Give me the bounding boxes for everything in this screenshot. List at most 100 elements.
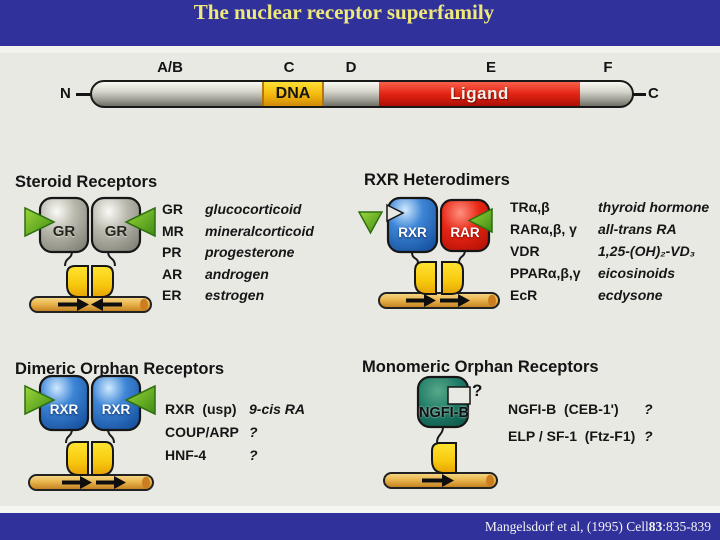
receptor-abbr: VDR: [510, 243, 540, 259]
monomer-site-arrow: [442, 474, 454, 487]
hinge: [107, 428, 115, 444]
receptor-ligand: 9-cis RA: [249, 401, 306, 417]
receptor-label: RXR: [101, 402, 131, 417]
receptor-abbr: PR: [162, 244, 182, 260]
slide-title: The nuclear receptor superfamily: [193, 0, 495, 24]
panel-heading: Monomeric Orphan Receptors: [362, 357, 599, 376]
panel-heading: Dimeric Orphan Receptors: [15, 359, 225, 378]
c-terminus-line: [633, 93, 646, 96]
receptor-abbr: ELP / SF-1 (Ftz-F1): [508, 428, 636, 444]
receptor-abbr: GR: [162, 201, 183, 217]
c-terminus-label: C: [648, 85, 659, 102]
list-item: NGFI-B (CEB-1')?: [508, 401, 653, 428]
heterodimer-graphic: [357, 196, 500, 309]
ligand-arrow-icon: [24, 206, 56, 238]
domain-label-f: F: [603, 59, 613, 76]
ligand-arrow-icon: [467, 207, 493, 234]
receptor-ligand: thyroid hormone: [598, 199, 710, 215]
receptor-ligand: glucocorticoid: [205, 201, 302, 217]
dbd-shape: [66, 441, 89, 476]
rxr-rar-heterodimer-icon: RXR RAR: [356, 196, 504, 316]
steroid-dimer-graphic: [24, 196, 156, 313]
list-item: PR progesterone: [162, 244, 314, 266]
steroid-receptor-dimer-icon: GR GR: [20, 196, 160, 316]
list-item: EcR ecdysone: [510, 287, 709, 309]
ligand-arrow-icon: [124, 206, 156, 238]
direct-repeat-arrow: [80, 476, 92, 489]
domain-label-ab: A/B: [157, 59, 183, 76]
list-item: MR mineralcorticoid: [162, 223, 314, 245]
receptor-ligand: ?: [249, 424, 258, 440]
inverted-repeat-arrow: [77, 298, 89, 311]
title-bar: The nuclear receptor superfamily: [0, 0, 720, 46]
ligand-binding-domain-segment: Ligand: [379, 82, 580, 106]
receptor-label: NGFI-B: [419, 405, 469, 421]
ligand-arrow-icon: [24, 384, 56, 416]
hinge: [65, 428, 73, 444]
receptor-ligand: eicosinoids: [598, 265, 676, 281]
receptor-abbr: RARα,β, γ: [510, 221, 577, 237]
dna-helix-bar: [378, 292, 500, 309]
ligand-arrow-icon: [124, 384, 156, 416]
n-terminus-line: [76, 93, 91, 96]
dbd-shape: [66, 265, 89, 298]
empty-notch: [447, 386, 471, 405]
receptor-label: GR: [52, 223, 76, 240]
monomeric-orphan-list: NGFI-B (CEB-1')? ELP / SF-1 (Ftz-F1)?: [508, 401, 653, 455]
list-item: RARα,β, γ all-trans RA: [510, 221, 709, 243]
domain-label-e: E: [485, 59, 497, 76]
dbd-shape: [91, 441, 114, 476]
divider: [0, 46, 720, 53]
direct-repeat-arrow: [114, 476, 126, 489]
dna-helix-bar: [29, 296, 152, 313]
receptor-label: RAR: [450, 225, 480, 240]
receptor-ligand: ecdysone: [598, 287, 663, 303]
hinge: [107, 250, 116, 267]
receptor-abbr: PPARα,β,γ: [510, 265, 581, 281]
receptor-ligand: mineralcorticoid: [205, 222, 314, 239]
receptor-abbr: EcR: [510, 287, 538, 303]
dna-binding-domain-segment: DNA: [262, 82, 324, 106]
inverted-repeat-arrow: [91, 298, 103, 311]
direct-repeat-arrow: [458, 294, 470, 307]
receptor-ligand: ?: [644, 428, 653, 444]
receptor-abbr: ER: [162, 287, 182, 303]
steroid-receptor-list: GR glucocorticoid MR mineralcorticoid PR pr…: [162, 201, 314, 309]
direct-repeat-arrow: [424, 294, 436, 307]
ligand-domain-label: Ligand: [450, 84, 509, 103]
receptor-ligand: progesterone: [205, 244, 295, 260]
homodimer-graphic: [24, 374, 156, 491]
dbd-shape: [431, 442, 457, 474]
unknown-ligand-question-mark: ?: [472, 381, 483, 400]
hinge: [436, 426, 444, 444]
receptor-label: RXR: [49, 402, 79, 417]
ngfib-monomer-icon: NGFI-B ?: [380, 372, 505, 492]
receptor-ligand: all-trans RA: [598, 221, 677, 237]
citation-volume: 83: [648, 518, 663, 534]
list-item: COUP/ARP?: [165, 424, 305, 447]
dbd-shape: [441, 261, 464, 295]
receptor-label: RXR: [398, 225, 427, 240]
receptor-ligand: androgen: [205, 265, 269, 282]
domain-label-c: C: [283, 59, 295, 76]
receptor-abbr: RXR (usp): [165, 401, 237, 417]
list-item: HNF-4?: [165, 447, 305, 470]
list-item: ELP / SF-1 (Ftz-F1)?: [508, 428, 653, 455]
n-terminus-label: N: [60, 85, 71, 102]
receptor-label: GR: [104, 223, 128, 240]
citation-text: Mangelsdorf et al, (1995) Cell: [484, 518, 649, 534]
receptor-ligand: ?: [644, 401, 653, 417]
receptor-abbr: MR: [162, 222, 184, 239]
dna-domain-label: DNA: [275, 85, 311, 102]
list-item: PPARα,β,γ eicosinoids: [510, 265, 709, 287]
hinge: [64, 250, 73, 267]
dbd-shape: [414, 261, 437, 295]
receptor-abbr: HNF-4: [165, 447, 207, 463]
dbd-shape: [91, 265, 114, 298]
receptor-domain-bar: DNA Ligand: [90, 80, 634, 108]
